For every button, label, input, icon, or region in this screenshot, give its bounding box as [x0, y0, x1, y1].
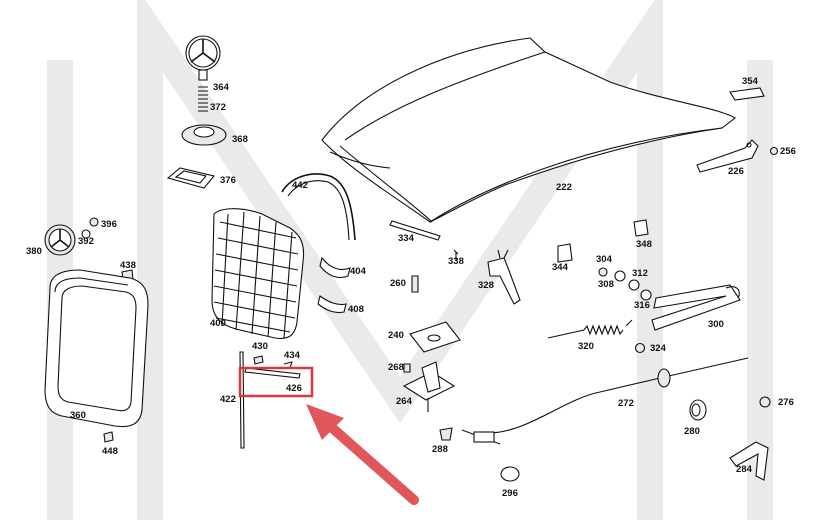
spring-part-320 — [547, 319, 633, 339]
spring-part-372 — [198, 86, 208, 112]
strip-part-334 — [389, 220, 441, 241]
label-268: 268 — [388, 362, 404, 373]
rod-part-426 — [244, 367, 301, 379]
label-276: 276 — [778, 397, 794, 408]
knob-part-280 — [689, 399, 707, 421]
label-308: 308 — [598, 279, 614, 290]
label-280: 280 — [684, 426, 700, 437]
highlight-box — [238, 366, 314, 398]
label-434: 434 — [284, 350, 301, 361]
label-324: 324 — [650, 343, 667, 354]
label-422: 422 — [220, 394, 236, 405]
label-316: 316 — [634, 300, 650, 311]
washer-part-324 — [634, 342, 646, 354]
hood-part-222 — [321, 37, 736, 223]
label-430: 430 — [252, 341, 268, 352]
washer-part-316 — [640, 289, 652, 301]
screw-part-448 — [103, 431, 114, 443]
clip-part-434 — [283, 361, 293, 369]
label-284: 284 — [736, 464, 753, 475]
label-364: 364 — [213, 82, 230, 93]
label-296: 296 — [502, 488, 518, 499]
label-264: 264 — [396, 396, 413, 407]
label-222: 222 — [556, 182, 572, 193]
label-240: 240 — [388, 330, 404, 341]
cable-part-272 — [461, 357, 749, 445]
label-380: 380 — [26, 246, 42, 257]
radiator-shell-part-360 — [44, 269, 149, 428]
label-288: 288 — [432, 444, 448, 455]
label-354: 354 — [742, 76, 759, 87]
label-328: 328 — [478, 280, 494, 291]
screw-part-268 — [403, 363, 411, 373]
label-442: 442 — [292, 180, 308, 191]
grille-part-400 — [211, 208, 305, 340]
label-334: 334 — [398, 233, 415, 244]
label-426: 426 — [286, 383, 302, 394]
nut-part-256 — [769, 146, 779, 156]
screw-part-338 — [453, 249, 459, 260]
washer-part-312 — [628, 279, 640, 291]
label-226: 226 — [728, 166, 744, 177]
tab-part-348 — [633, 219, 649, 237]
label-396: 396 — [101, 219, 117, 230]
handle-part-284 — [729, 441, 769, 481]
clip-part-354 — [729, 87, 765, 101]
latch-part-328 — [487, 249, 521, 305]
clip-part-288 — [439, 427, 453, 441]
label-392: 392 — [78, 236, 94, 247]
label-348: 348 — [636, 239, 652, 250]
star-emblem-part-364 — [185, 35, 221, 81]
label-360: 360 — [70, 410, 86, 421]
label-260: 260 — [390, 278, 406, 289]
nut-part-276 — [759, 396, 771, 408]
front-emblem-part-380 — [44, 224, 76, 256]
base-part-368 — [181, 124, 227, 146]
part-labels: 364 372 368 376 354 256 226 222 442 396 … — [26, 76, 796, 499]
plate-part-240 — [409, 321, 461, 353]
washer-part-392 — [81, 229, 91, 239]
lever-part-300 — [651, 284, 741, 331]
nut-part-304 — [598, 267, 608, 277]
washer-part-308 — [614, 270, 626, 282]
label-438: 438 — [120, 260, 136, 271]
bracket-part-408 — [317, 295, 347, 314]
label-404: 404 — [350, 266, 367, 277]
tab-part-344 — [557, 243, 573, 263]
label-320: 320 — [578, 341, 594, 352]
label-300: 300 — [708, 319, 724, 330]
label-338: 338 — [448, 256, 464, 267]
hinge-part-226 — [696, 139, 759, 173]
label-368: 368 — [232, 134, 248, 145]
highlight-arrow — [306, 404, 419, 505]
clip-part-430 — [253, 355, 264, 365]
label-448: 448 — [102, 446, 118, 457]
label-400: 400 — [210, 318, 226, 329]
label-272: 272 — [618, 398, 634, 409]
label-344: 344 — [552, 262, 569, 273]
bracket-part-404 — [319, 256, 351, 279]
label-256: 256 — [780, 146, 796, 157]
label-312: 312 — [632, 268, 648, 279]
label-376: 376 — [220, 175, 236, 186]
grommet-part-296 — [500, 466, 520, 482]
label-372: 372 — [210, 102, 226, 113]
trim-part-442 — [281, 173, 356, 241]
label-304: 304 — [596, 254, 613, 265]
bolt-part-260 — [411, 275, 419, 293]
nut-part-396 — [89, 217, 99, 227]
rod-part-422 — [239, 351, 245, 449]
latch-assembly-part-264 — [402, 361, 456, 412]
gasket-part-376 — [166, 167, 215, 189]
label-408: 408 — [348, 304, 364, 315]
